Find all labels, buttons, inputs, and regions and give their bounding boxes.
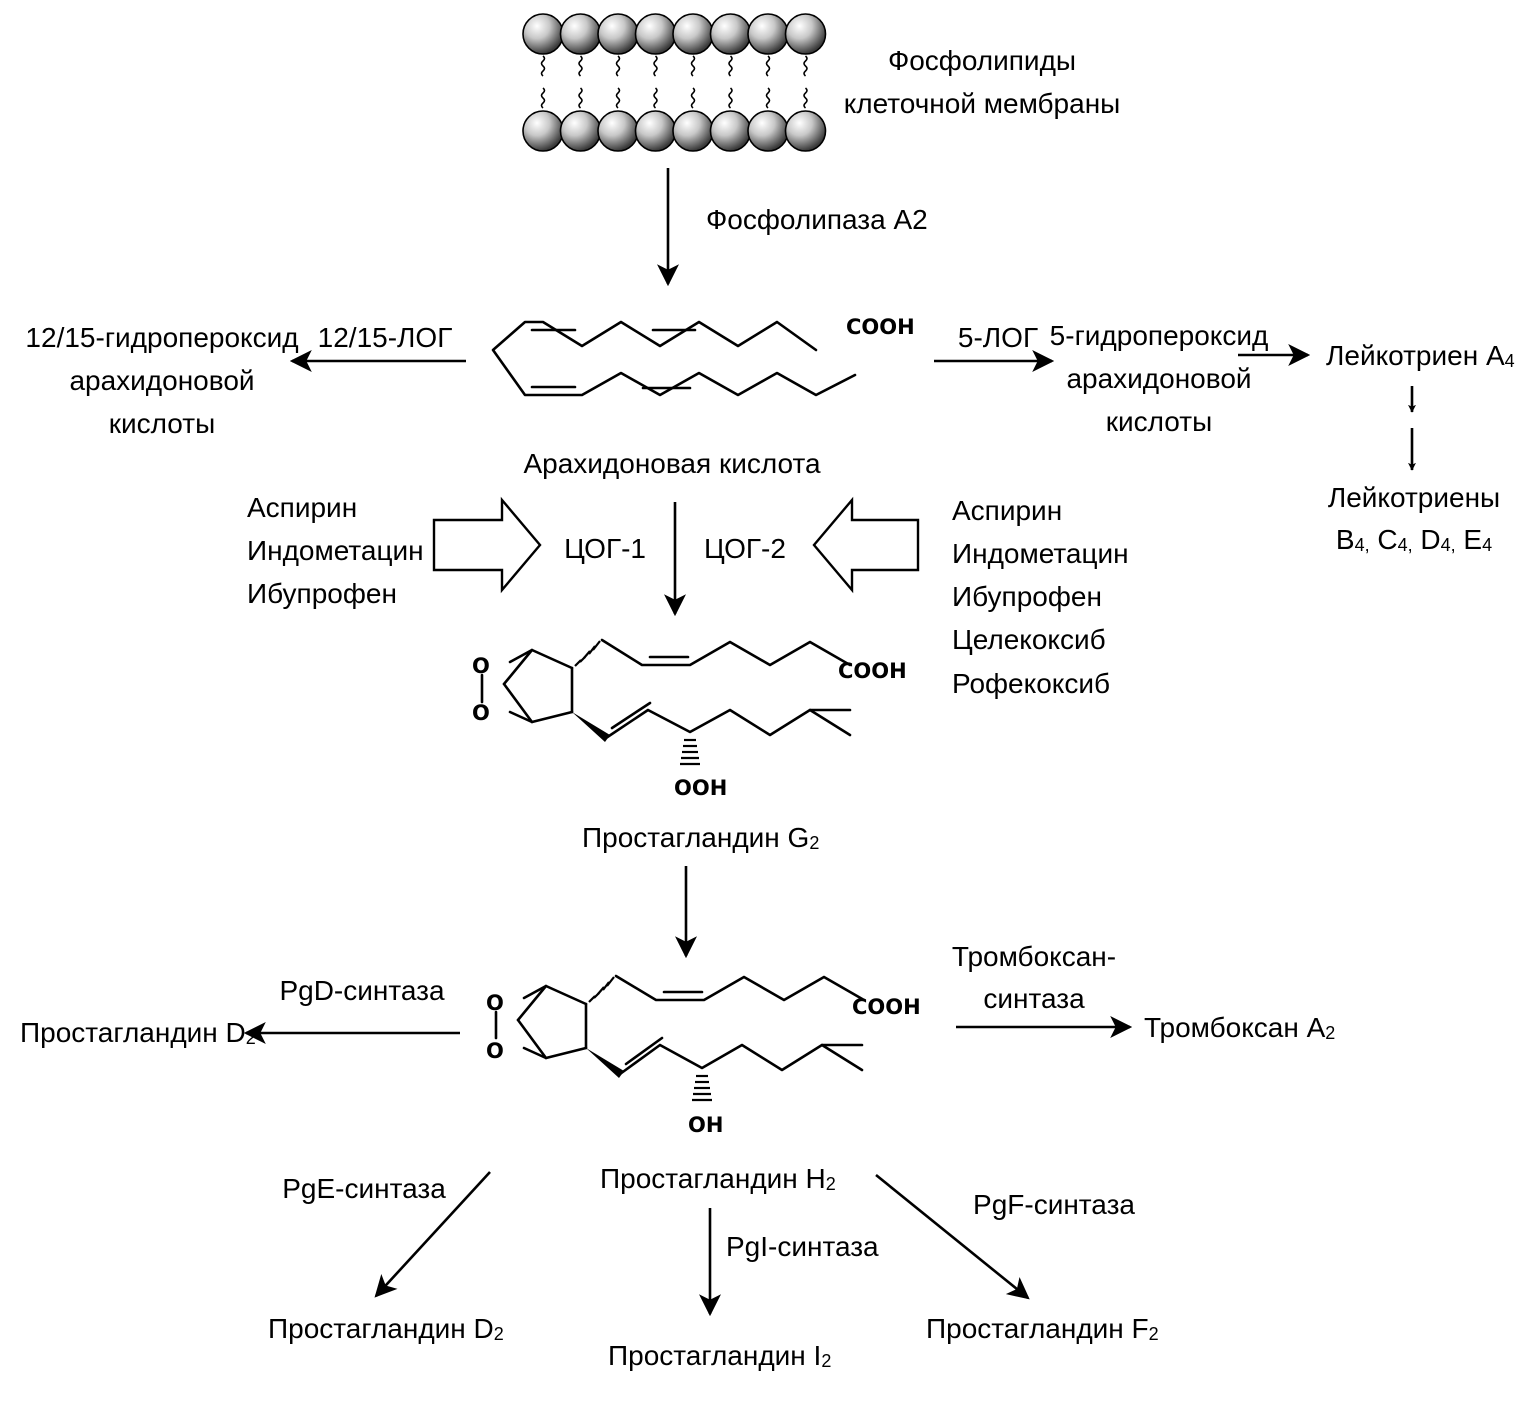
leukotrienes-line1: Лейкотриены [1328,482,1500,513]
pgf-synthase-label: PgF-синтаза [973,1189,1135,1220]
thromboxane-synthase-line2: синтаза [983,983,1085,1014]
leukotrienes-line2: B4, C4, D4, E4 [1336,524,1492,555]
pgg2-o2: O [472,701,490,725]
inhibitor-left-2: Индометацин [247,535,424,566]
inhibitor-left-1: Аспирин [247,492,357,523]
hpete-5-line3: кислоты [1106,406,1212,437]
thromboxane-a2-label: Тромбоксан А2 [1144,1012,1335,1043]
inhibitor-right-1: Аспирин [952,495,1062,526]
hpete-12-15-line1: 12/15-гидропероксид [25,322,298,353]
pgh2-structure: O O COOH OH [486,974,921,1137]
inhibitor-right-2: Индометацин [952,538,1129,569]
membrane-label-line2: клеточной мембраны [844,88,1121,119]
pgg2-structure: O O COOH OOH [472,638,907,800]
inhibitor-left-3: Ибупрофен [247,578,397,609]
membrane-label-line1: Фосфолипиды [888,45,1076,76]
pgf2-label: Простагландин F2 [926,1313,1159,1344]
pgi-synthase-label: PgI-синтаза [726,1231,879,1262]
pgg2-o1: O [472,654,490,678]
inhibitor-left-block-arrow [432,496,542,594]
pgg2-ooh: OOH [674,776,727,800]
thromboxane-synthase-line1: Тромбоксан- [952,941,1116,972]
leukotriene-a4-label: Лейкотриен А4 [1326,340,1515,371]
pgh2-oh: OH [688,1113,723,1137]
pgd2-left-label: Простагландин D2 [20,1017,256,1048]
pgd-synthase-label: PgD-синтаза [279,975,445,1006]
arachidonic-acid-label: Арахидоновая кислота [523,448,820,479]
pgg2-cooh: COOH [838,659,907,683]
inhibitor-right-4: Целекоксиб [952,624,1106,655]
arrow-pgh2-to-pgd2-bottom [374,1171,491,1298]
pgh2-o2: O [486,1039,504,1063]
pgg2-label: Простагландин G2 [582,822,819,853]
phospholipase-label: Фосфолипаза А2 [706,204,928,235]
cox2-label: ЦОГ-2 [704,533,786,564]
pgh2-cooh: COOH [852,995,921,1019]
inhibitor-right-5: Рофекоксиб [952,668,1110,699]
pgi2-label: Простагландин I2 [608,1340,831,1371]
arrow-pgh2-to-pgf2 [875,1173,1030,1300]
inhibitor-right-3: Ибупрофен [952,581,1102,612]
hpete-5-line1: 5-гидропероксид [1050,320,1269,351]
hpete-12-15-line2: арахидоновой [69,365,254,396]
pgh2-o1: O [486,991,504,1015]
aa-cooh-label: COOH [846,315,915,339]
arachidonic-acid-structure: COOH [491,315,915,397]
pge-synthase-label: PgE-синтаза [282,1173,446,1204]
pgd2-bottom-label: Простагландин D2 [268,1313,504,1344]
hpete-12-15-line3: кислоты [109,408,215,439]
inhibitor-right-block-arrow [812,496,920,594]
log-5-label: 5-ЛОГ [958,322,1038,353]
hpete-5-line2: арахидоновой [1066,363,1251,394]
cox1-label: ЦОГ-1 [564,533,646,564]
pgh2-label: Простагландин H2 [600,1163,836,1194]
membrane-bilayer-icon [522,13,827,152]
log-12-15-label: 12/15-ЛОГ [318,322,453,353]
